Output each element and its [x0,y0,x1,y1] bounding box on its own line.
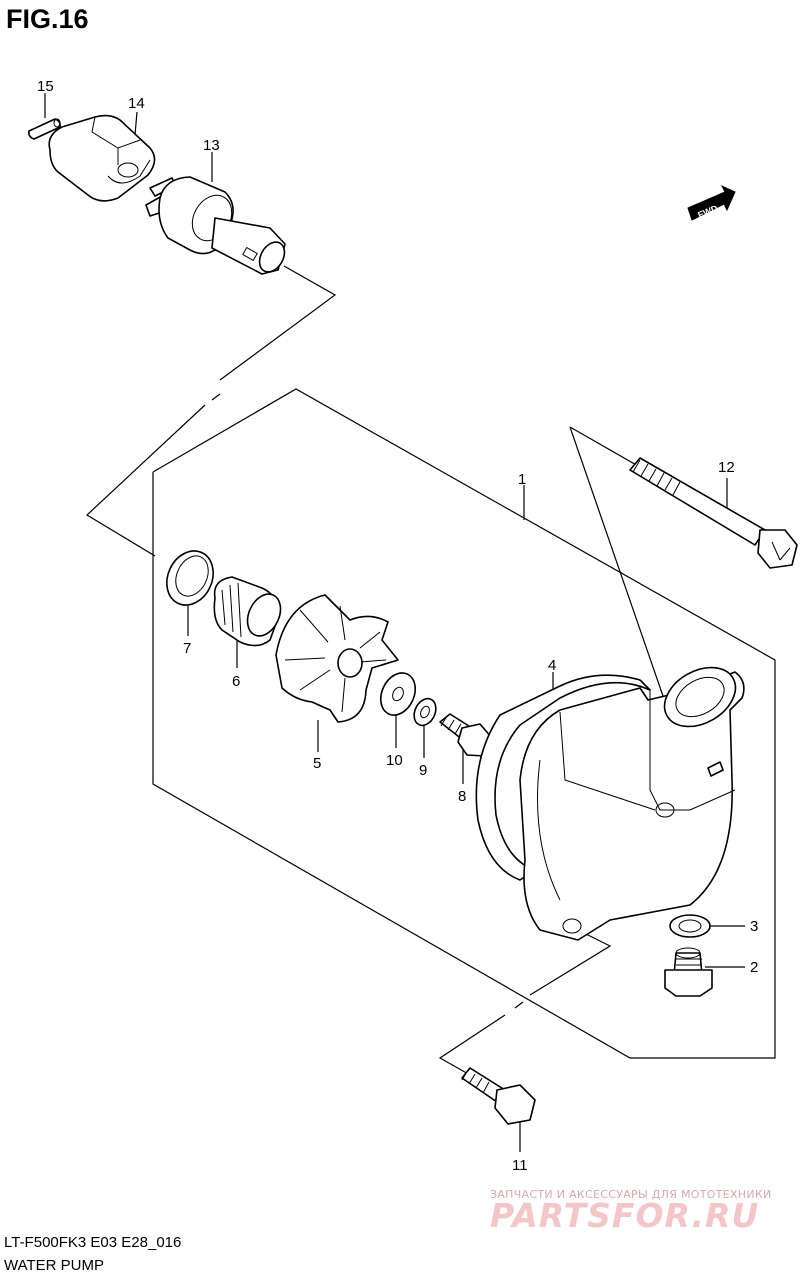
callout-labels: 1 2 3 4 5 6 7 8 9 10 11 12 13 14 15 [37,78,758,1174]
fwd-arrow-icon: FWD [687,184,736,221]
part-5-impeller [275,594,399,723]
part-12-long-bolt [629,457,798,569]
part-10-washer [379,672,417,716]
callout-6: 6 [232,673,240,690]
callout-7: 7 [183,640,191,657]
part-11-bolt [461,1067,536,1125]
callout-1: 1 [518,471,526,488]
part-3-washer [669,914,711,938]
part-15-pin [28,118,61,140]
callout-11: 11 [512,1157,528,1174]
diagram-name: WATER PUMP [4,1257,104,1274]
callout-5: 5 [313,755,321,772]
part-6-mechanical-seal [213,576,282,647]
callout-13: 13 [203,137,220,154]
figure-title: FIG.16 [6,4,89,34]
part-14-coupling [48,114,156,202]
callout-14: 14 [128,95,145,112]
callout-10: 10 [386,752,403,769]
callout-2: 2 [750,959,758,976]
part-1-pump-housing [519,666,745,941]
leader-lines [44,93,745,1152]
callout-4: 4 [548,657,556,674]
callout-12: 12 [718,459,735,476]
callout-3: 3 [750,918,758,935]
part-4-o-ring [475,674,651,881]
part-13-shaft [145,176,286,275]
watermark-tagline: ЗАПЧАСТИ И АКСЕССУАРЫ ДЛЯ МОТОТЕХНИКИ [490,1188,772,1201]
part-9-washer [413,697,437,727]
part-2-drain-plug [664,947,713,997]
watermark-brand: PARTSFOR.RU [490,1196,760,1235]
model-code: LT-F500FK3 E03 E28_016 [4,1234,182,1251]
callout-8: 8 [458,788,466,805]
callout-15: 15 [37,78,54,95]
assembly-frame [152,388,776,1059]
part-7-seal-ring [166,550,214,606]
callout-9: 9 [419,762,427,779]
